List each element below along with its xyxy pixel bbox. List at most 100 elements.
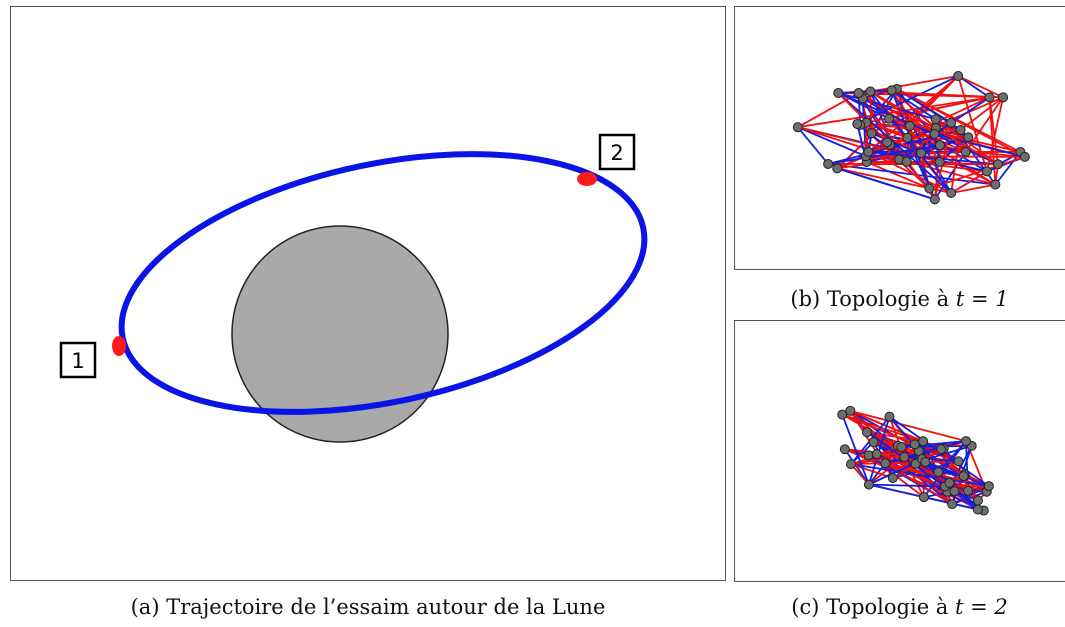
swarm-position-2 — [577, 172, 597, 186]
network-node — [853, 88, 864, 99]
caption-c-math: t = 2 — [955, 595, 1008, 619]
network-node — [981, 166, 992, 177]
network-node — [839, 444, 850, 455]
network-link — [884, 462, 953, 505]
network-node — [863, 146, 874, 157]
network-node — [909, 439, 920, 450]
network-node — [973, 495, 984, 506]
swarm-position-1 — [112, 336, 126, 356]
network-node — [871, 449, 882, 460]
caption-c: (c) Topologie à t = 2 — [734, 595, 1065, 619]
network-node — [1019, 151, 1030, 162]
topology-panel-t2 — [734, 320, 1065, 582]
network-link — [797, 126, 829, 165]
network-link — [836, 167, 936, 201]
network-link — [838, 92, 936, 121]
network-node — [845, 405, 856, 416]
network-link — [929, 156, 1026, 190]
network-link — [870, 75, 959, 93]
network-node — [990, 179, 1001, 190]
caption-b-text: (b) Topologie à — [790, 287, 956, 311]
marker-2-label: 2 — [610, 141, 623, 165]
network-node — [832, 163, 843, 174]
network-node — [929, 194, 940, 205]
network-node — [960, 146, 971, 157]
network-link — [866, 161, 930, 190]
network-node — [984, 92, 995, 103]
network-node — [904, 120, 915, 131]
network-link — [797, 92, 860, 128]
network-node — [862, 427, 873, 438]
network-node — [884, 411, 895, 422]
network-node — [918, 436, 929, 447]
network-node — [958, 471, 969, 482]
network-node — [833, 87, 844, 98]
network-nodes — [837, 405, 994, 516]
network-link — [957, 75, 991, 99]
network-link — [797, 126, 867, 158]
network-node — [886, 85, 897, 96]
network-node — [949, 486, 960, 497]
network-link — [988, 97, 999, 165]
network-node — [963, 132, 974, 143]
caption-b-math: t = 1 — [955, 287, 1009, 311]
caption-c-text: (c) Topologie à — [791, 595, 955, 619]
network-link — [951, 183, 996, 194]
marker-1-box — [59, 341, 97, 379]
caption-a: (a) Trajectoire de l’essaim autour de la… — [130, 595, 606, 619]
network-link — [934, 96, 991, 135]
network-link — [838, 89, 892, 94]
network-link — [868, 483, 945, 488]
network-node — [929, 129, 940, 140]
network-node — [837, 409, 848, 420]
network-node — [933, 467, 944, 478]
network-link — [896, 88, 1026, 158]
network-links — [797, 75, 1026, 201]
network-node — [865, 86, 876, 97]
network-link — [868, 151, 999, 166]
network-link — [869, 90, 952, 194]
trajectory-diagram: 1 2 — [59, 133, 648, 443]
network-node — [868, 437, 879, 448]
network-node — [896, 442, 907, 453]
network-node — [924, 183, 935, 194]
network-nodes — [792, 71, 1030, 205]
network-link — [891, 89, 937, 120]
network-link — [865, 155, 1025, 158]
network-link — [904, 456, 959, 463]
network-node — [992, 159, 1003, 170]
network-node — [866, 128, 877, 139]
network-link — [934, 133, 1026, 158]
network-node — [983, 481, 994, 492]
topology-panel-t1 — [734, 6, 1065, 270]
network-link — [869, 90, 936, 135]
network-node — [961, 436, 972, 447]
marker-1-label: 1 — [71, 349, 84, 373]
network-node — [947, 499, 958, 510]
network-link — [934, 151, 967, 200]
network-link — [890, 89, 952, 194]
network-node — [887, 472, 898, 483]
network-node — [946, 117, 957, 128]
network-link — [904, 440, 967, 458]
network-node — [845, 459, 856, 470]
network-node — [946, 187, 957, 198]
network-node — [882, 137, 893, 148]
network-link — [850, 409, 967, 442]
network-node — [880, 458, 891, 469]
network-node — [953, 71, 964, 82]
network-link — [950, 170, 988, 194]
network-node — [901, 156, 912, 167]
network-link — [957, 75, 1004, 99]
network-node — [792, 122, 803, 133]
network-node — [953, 456, 964, 467]
network-node — [930, 114, 941, 125]
network-node — [998, 92, 1009, 103]
moon — [231, 225, 449, 443]
network-node — [918, 492, 929, 503]
network-link — [837, 92, 935, 135]
network-node — [962, 485, 973, 496]
network-node — [899, 452, 910, 463]
network-link — [935, 118, 967, 153]
network-node — [852, 118, 863, 129]
